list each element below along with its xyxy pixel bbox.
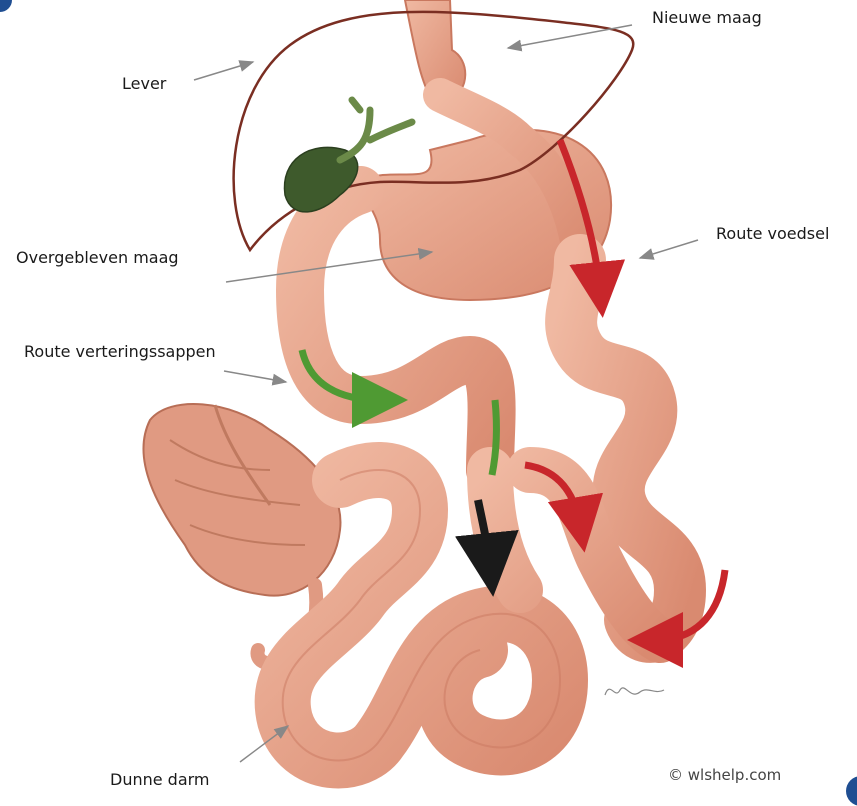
- label-nieuwe-maag: Nieuwe maag: [652, 8, 762, 27]
- pointer-nieuwe-maag: [508, 25, 632, 48]
- label-dunne-darm: Dunne darm: [110, 770, 210, 789]
- label-route-verteringssappen: Route verteringssappen: [24, 342, 216, 361]
- credit-text: © wlshelp.com: [668, 766, 781, 784]
- pointer-lever: [194, 62, 253, 80]
- label-overgebleven-maag: Overgebleven maag: [16, 248, 179, 267]
- artist-signature: [605, 688, 664, 695]
- pointer-route-voedsel: [640, 240, 698, 258]
- label-lever: Lever: [122, 74, 166, 93]
- label-route-voedsel: Route voedsel: [716, 224, 829, 243]
- pointer-route-verteringssappen: [224, 371, 286, 382]
